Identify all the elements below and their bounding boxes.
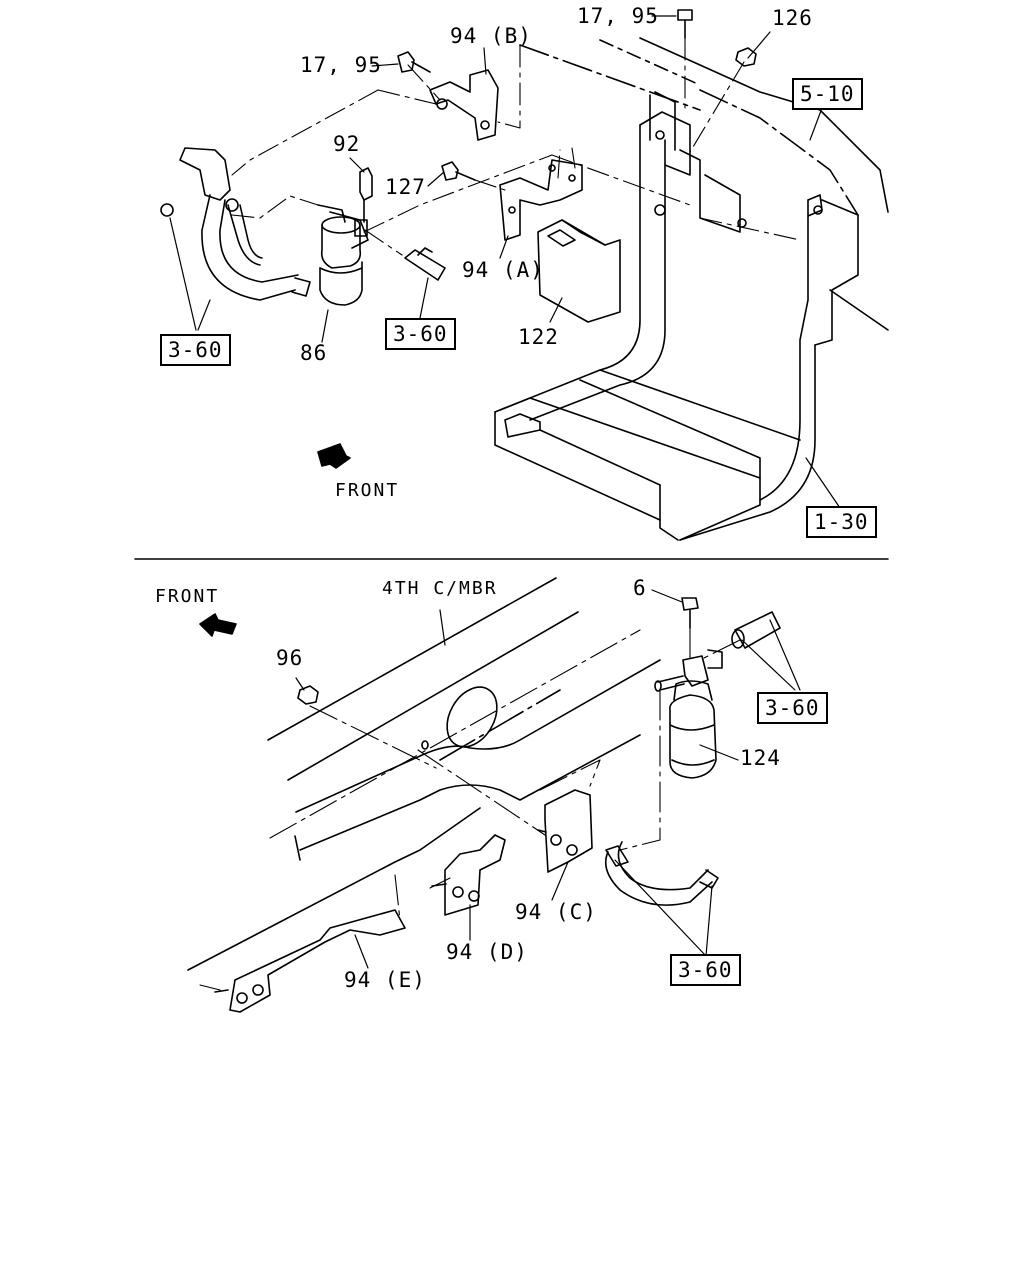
callout-94b: 94 (B) (450, 24, 532, 48)
callout-94e: 94 (E) (344, 968, 426, 992)
bracket-94c (537, 789, 593, 873)
cover-122 (537, 219, 621, 323)
chain-lines-upper (231, 37, 801, 256)
ref-3-60-bottom: 3-60 (670, 954, 741, 986)
callout-94d: 94 (D) (446, 940, 528, 964)
callout-124: 124 (740, 746, 781, 770)
ref-1-30: 1-30 (806, 506, 877, 538)
bracket-94e (214, 909, 406, 1013)
callout-96: 96 (276, 646, 304, 670)
bracket-94b (429, 69, 499, 141)
callout-126: 126 (772, 6, 813, 30)
callout-86: 86 (300, 341, 328, 365)
ref-3-60-left: 3-60 (160, 334, 231, 366)
leaders-lower (295, 589, 801, 969)
bracket-94d (431, 834, 506, 916)
bolt-6 (681, 597, 699, 629)
leaders-upper (169, 15, 841, 509)
ref-5-10: 5-10 (792, 78, 863, 110)
bracket-94a (499, 159, 583, 241)
ref-3-60-mid: 3-60 (385, 318, 456, 350)
bolt-17-95-left (397, 51, 431, 73)
callout-17-95-top: 17, 95 (577, 4, 659, 28)
front-arrow-upper (317, 443, 351, 469)
front-label-upper: FRONT (335, 480, 400, 501)
callout-122: 122 (518, 325, 559, 349)
ref-3-60-right: 3-60 (757, 692, 828, 724)
nut-96 (297, 685, 319, 705)
callout-6: 6 (633, 576, 647, 600)
callout-92: 92 (333, 132, 361, 156)
bolt-92 (359, 167, 373, 223)
hose-lower-bottom (604, 841, 719, 906)
callout-94c: 94 (C) (515, 900, 597, 924)
front-arrow-lower (199, 613, 237, 637)
hose-lower-right (731, 611, 781, 649)
battery-carrier-bracket (494, 91, 859, 541)
bolt-127 (441, 161, 476, 181)
callout-17-95-left: 17, 95 (300, 53, 382, 77)
member-label: 4TH C/MBR (382, 578, 498, 599)
fuel-filter-124 (654, 649, 723, 779)
nut-126 (735, 47, 757, 67)
front-label-lower: FRONT (155, 586, 220, 607)
fuel-filter-86 (317, 204, 369, 306)
hoses-upper-left (160, 147, 311, 301)
hose-upper-mid (404, 247, 446, 281)
callout-94a: 94 (A) (462, 258, 544, 282)
callout-127: 127 (385, 175, 426, 199)
bolt-17-95-top (677, 9, 693, 39)
